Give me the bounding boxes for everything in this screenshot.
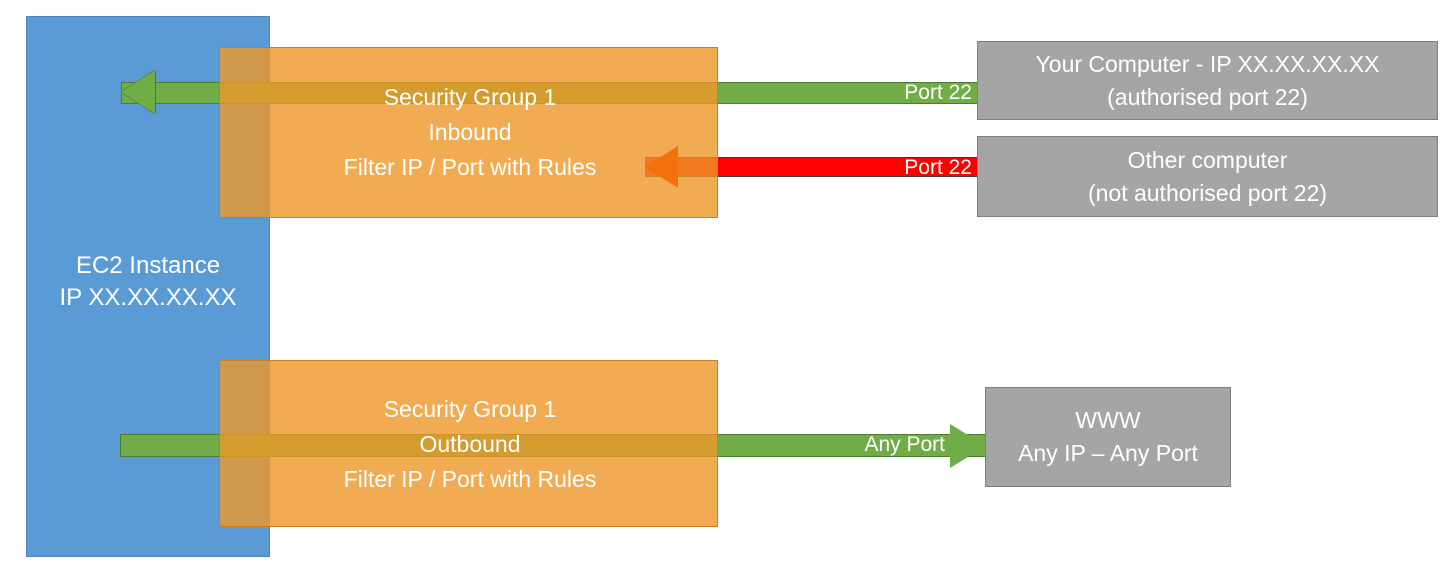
allowed-outbound-arrowhead-icon — [950, 424, 986, 468]
allowed-inbound-arrowhead-icon — [121, 70, 155, 114]
other-computer-line2: (not authorised port 22) — [1087, 179, 1328, 206]
www-line1: WWW — [1075, 407, 1141, 433]
your-computer-line2: (authorised port 22) — [1107, 83, 1308, 110]
endpoint-other-computer-box: Other computer (not authorised port 22) — [977, 136, 1438, 217]
other-computer-line1: Other computer — [1127, 146, 1288, 173]
blocked-inbound-arrowhead-icon — [645, 146, 678, 188]
security-group-inbound-box — [219, 47, 718, 218]
your-computer-line1: Your Computer - IP XX.XX.XX.XX — [1035, 50, 1380, 77]
www-line2: Any IP – Any Port — [1018, 440, 1198, 466]
security-group-outbound-box — [219, 360, 718, 527]
endpoint-www-box: WWW Any IP – Any Port — [985, 387, 1231, 487]
endpoint-your-computer-box: Your Computer - IP XX.XX.XX.XX (authoris… — [977, 41, 1438, 120]
